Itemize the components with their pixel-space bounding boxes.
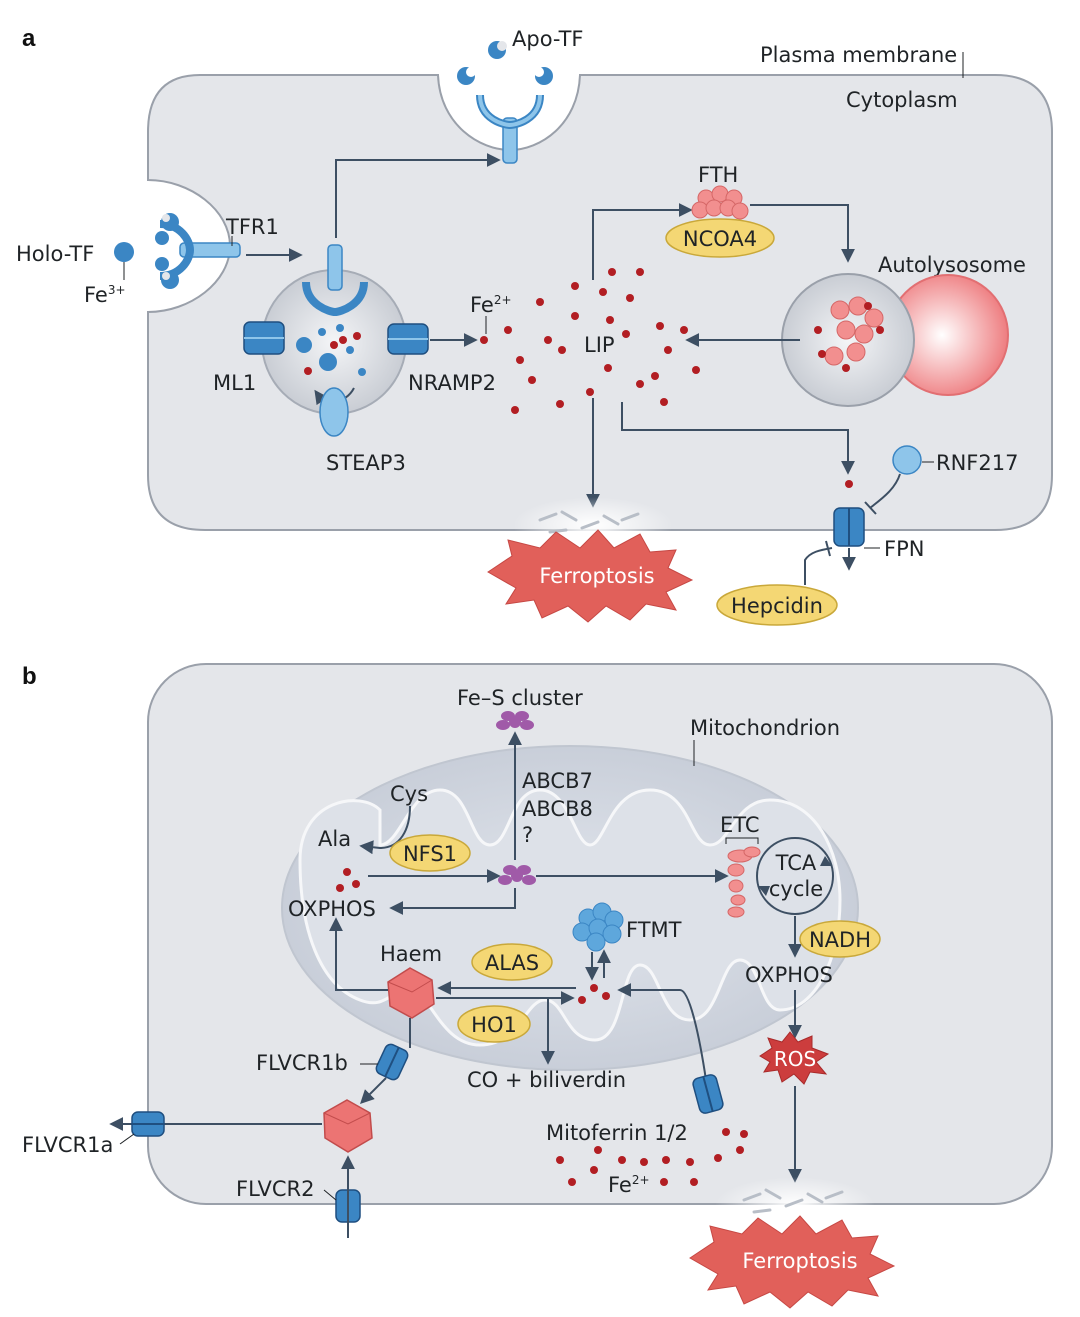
lip-label: LIP (584, 333, 615, 357)
autolysosome (781, 273, 915, 407)
lip-iron-dots (480, 268, 700, 414)
autolysosome-label: Autolysosome (878, 253, 1026, 277)
ferroptosis-a-label: Ferroptosis (539, 564, 654, 588)
fpn-label: FPN (884, 537, 924, 561)
fes-cluster-label: Fe–S cluster (457, 686, 583, 710)
ml1-label: ML1 (213, 371, 256, 395)
co-biliverdin-label: CO + biliverdin (467, 1068, 626, 1092)
fe2-b-label: Fe2+ (608, 1173, 650, 1197)
nramp2-channel-icon (387, 323, 429, 355)
oxphos-right-label: OXPHOS (745, 963, 833, 987)
arrow-fth-autolysosome (750, 204, 855, 263)
ncoa4-label: NCOA4 (683, 227, 757, 251)
nadh-label: NADH (809, 928, 871, 952)
holo-tf-icon (114, 242, 134, 280)
mito-iron-dots-center (578, 984, 610, 1004)
steap3-label: STEAP3 (326, 451, 406, 475)
etc-complex-icon (727, 846, 761, 918)
plasma-membrane-label: Plasma membrane (760, 43, 957, 67)
tfr1-receptor-top-icon (476, 94, 544, 164)
cytoplasm-label: Cytoplasm (846, 88, 958, 112)
arrow-lip-fpn (621, 402, 855, 475)
cys-label: Cys (390, 782, 428, 806)
flvcr1a-label: FLVCR1a (22, 1133, 113, 1157)
ml1-channel-icon (243, 321, 285, 355)
arrow-flvcr1b-haem (360, 1077, 387, 1104)
haem-hexagon-icon (387, 967, 435, 1019)
inhibit-rnf217-fpn (869, 473, 901, 509)
arrow-recycle-up (335, 153, 501, 238)
ncoa4-oval (665, 218, 775, 258)
abcb7-label: ABCB7 (522, 769, 593, 793)
tca-cycle-icon (756, 837, 834, 915)
arrow-cys-ala (359, 805, 411, 855)
alas-label: ALAS (485, 951, 539, 975)
fe2-label: Fe2+ (470, 293, 512, 317)
hepcidin-oval (716, 584, 838, 626)
ferroptosis-b-label: Ferroptosis (742, 1249, 857, 1273)
flvcr1b-channel-icon (375, 1043, 409, 1081)
panel-b-letter: b (22, 663, 37, 690)
cyto-iron-dots (556, 1128, 748, 1186)
question-label: ? (522, 823, 533, 847)
apo-tf-icon (457, 41, 553, 85)
tca-label: TCA (775, 851, 817, 875)
ala-label: Ala (318, 827, 351, 851)
tfr1-receptor-icon (155, 213, 241, 289)
fpn-channel-icon (833, 507, 865, 547)
arrow-mitoferrin-pool (617, 983, 707, 1081)
arrow-haem-co (530, 997, 555, 1065)
ho1-label: HO1 (471, 1013, 517, 1037)
apo-tf-label: Apo-TF (512, 27, 584, 51)
ferroptosis-burst-a (487, 529, 694, 623)
ho1-oval (457, 1005, 531, 1043)
arrow-lip-fth (592, 203, 693, 280)
alas-oval (471, 943, 553, 981)
etc-label: ETC (720, 813, 760, 837)
ftmt-ferritin-icon (572, 902, 624, 952)
haem-label: Haem (380, 942, 442, 966)
ferroptosis-burst-b (689, 1215, 896, 1309)
holo-tf-label: Holo-TF (16, 242, 94, 266)
cell-a-membrane (147, 74, 1053, 531)
rnf217-icon (892, 445, 922, 475)
mito-iron-dots-left (336, 868, 360, 892)
rnf217-label: RNF217 (936, 451, 1018, 475)
nramp2-label: NRAMP2 (408, 371, 496, 395)
fes-cluster-top-icon (496, 711, 534, 730)
inhibit-hepcidin-fpn (804, 547, 833, 585)
flvcr1a-channel-icon (131, 1111, 165, 1137)
ros-label: ROS (774, 1047, 816, 1071)
arrow-fes-oxphos (389, 888, 516, 915)
steap3-icon (319, 387, 349, 437)
endosome-receptor-icon (296, 244, 368, 376)
fe3-label: Fe3+ (84, 283, 126, 307)
hepcidin-label: Hepcidin (731, 594, 823, 618)
mitoferrin-channel-icon (692, 1074, 724, 1114)
abcb8-label: ABCB8 (522, 797, 593, 821)
autolysosome-ferritin-icon (824, 296, 884, 366)
nfs1-label: NFS1 (403, 842, 457, 866)
cycle-label: cycle (769, 877, 823, 901)
membrane-debris-b-icon (742, 1188, 844, 1214)
mitochondrion-label: Mitochondrion (690, 716, 840, 740)
panel-a-letter: a (22, 25, 36, 52)
ftmt-label: FTMT (626, 918, 682, 942)
nfs1-oval (389, 834, 471, 872)
fes-cluster-icon (498, 865, 536, 885)
ros-burst (759, 1031, 830, 1085)
oxphos-left-label: OXPHOS (288, 897, 376, 921)
cytosolic-haem-icon (323, 1099, 373, 1153)
flvcr2-label: FLVCR2 (236, 1177, 314, 1201)
membrane-debris-a-icon (538, 510, 640, 534)
fth-label: FTH (698, 163, 738, 187)
nadh-oval (799, 920, 881, 958)
mitoferrin-label: Mitoferrin 1/2 (546, 1121, 688, 1145)
arrow-haem-oxphos (329, 917, 388, 991)
flvcr1b-label: FLVCR1b (256, 1051, 348, 1075)
fth-ferritin-icon (691, 185, 749, 220)
tfr1-label: TFR1 (225, 215, 279, 239)
